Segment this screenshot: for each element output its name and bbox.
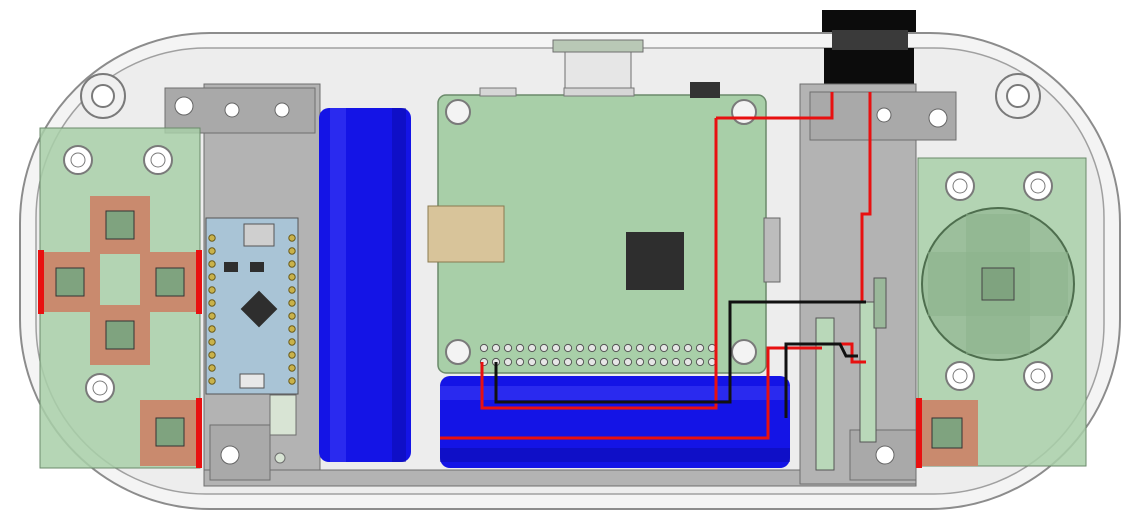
dpad-right-button[interactable] [140, 250, 202, 314]
gpio-pin [623, 357, 633, 367]
pin [208, 234, 216, 242]
gpio-pin [491, 343, 501, 353]
gpio-pin [695, 343, 705, 353]
pin [288, 312, 296, 320]
pin [208, 299, 216, 307]
gpio-pin [539, 343, 549, 353]
pin [208, 338, 216, 346]
pin [288, 286, 296, 294]
pin [208, 377, 216, 385]
pin [288, 247, 296, 255]
gpio-pin [551, 357, 561, 367]
gpio-pin [683, 343, 693, 353]
pin [208, 325, 216, 333]
gpio-pin [479, 343, 489, 353]
dpad-up-button[interactable] [90, 196, 150, 254]
rocker-switch-icon[interactable] [822, 10, 916, 88]
dpad-left-button[interactable] [38, 250, 100, 314]
gpio-pin [659, 343, 669, 353]
raspberry-pi-zero-board [427, 82, 781, 374]
dpad-down-button[interactable] [90, 305, 150, 365]
gpio-pin [599, 357, 609, 367]
gpio-pin [503, 343, 513, 353]
gpio-pin [575, 343, 585, 353]
gpio-header [479, 343, 717, 367]
gpio-pin [527, 343, 537, 353]
battery-cell-horizontal [440, 376, 790, 468]
gpio-pin [611, 343, 621, 353]
charge-module-board [815, 277, 887, 471]
gpio-pin [671, 357, 681, 367]
pin [208, 260, 216, 268]
gpio-pin [623, 343, 633, 353]
gpio-pin [587, 357, 597, 367]
pro-micro-pins [208, 234, 296, 385]
pin [288, 234, 296, 242]
gpio-pin [575, 357, 585, 367]
gpio-pin [647, 357, 657, 367]
gpio-pin [515, 343, 525, 353]
sd-card-body [564, 51, 632, 91]
gpio-pin [647, 343, 657, 353]
joystick-control[interactable] [921, 207, 1075, 361]
pin [288, 299, 296, 307]
pin [208, 273, 216, 281]
pro-micro-board [205, 217, 299, 395]
usb-port-icon [243, 223, 275, 247]
pin [288, 260, 296, 268]
gpio-pin [671, 343, 681, 353]
sd-card-slot [552, 39, 644, 53]
gpio-pin [683, 357, 693, 367]
pin [288, 325, 296, 333]
pin [208, 247, 216, 255]
gpio-pin [503, 357, 513, 367]
gpio-pin [599, 343, 609, 353]
gpio-pin [515, 357, 525, 367]
screw-boss-top-left [80, 73, 126, 119]
pin [288, 351, 296, 359]
gpio-pin [659, 357, 669, 367]
gpio-pin [551, 343, 561, 353]
pin [288, 364, 296, 372]
screw-boss-top-right [995, 73, 1041, 119]
left-shoulder-button[interactable] [140, 398, 202, 468]
power-wires [440, 92, 872, 440]
pin [208, 351, 216, 359]
gpio-pin [635, 357, 645, 367]
gpio-pin [611, 357, 621, 367]
gpio-pin [563, 357, 573, 367]
pin [208, 286, 216, 294]
pin [288, 273, 296, 281]
soc-chip-icon [626, 232, 684, 290]
gpio-pin [635, 343, 645, 353]
gpio-pin [539, 357, 549, 367]
right-action-button[interactable] [916, 398, 978, 468]
gpio-pin [587, 343, 597, 353]
pin [288, 338, 296, 346]
gpio-pin [563, 343, 573, 353]
gpio-pin [695, 357, 705, 367]
pin [208, 364, 216, 372]
battery-cell-vertical [319, 108, 411, 462]
gpio-pin [527, 357, 537, 367]
pin [208, 312, 216, 320]
pin [288, 377, 296, 385]
